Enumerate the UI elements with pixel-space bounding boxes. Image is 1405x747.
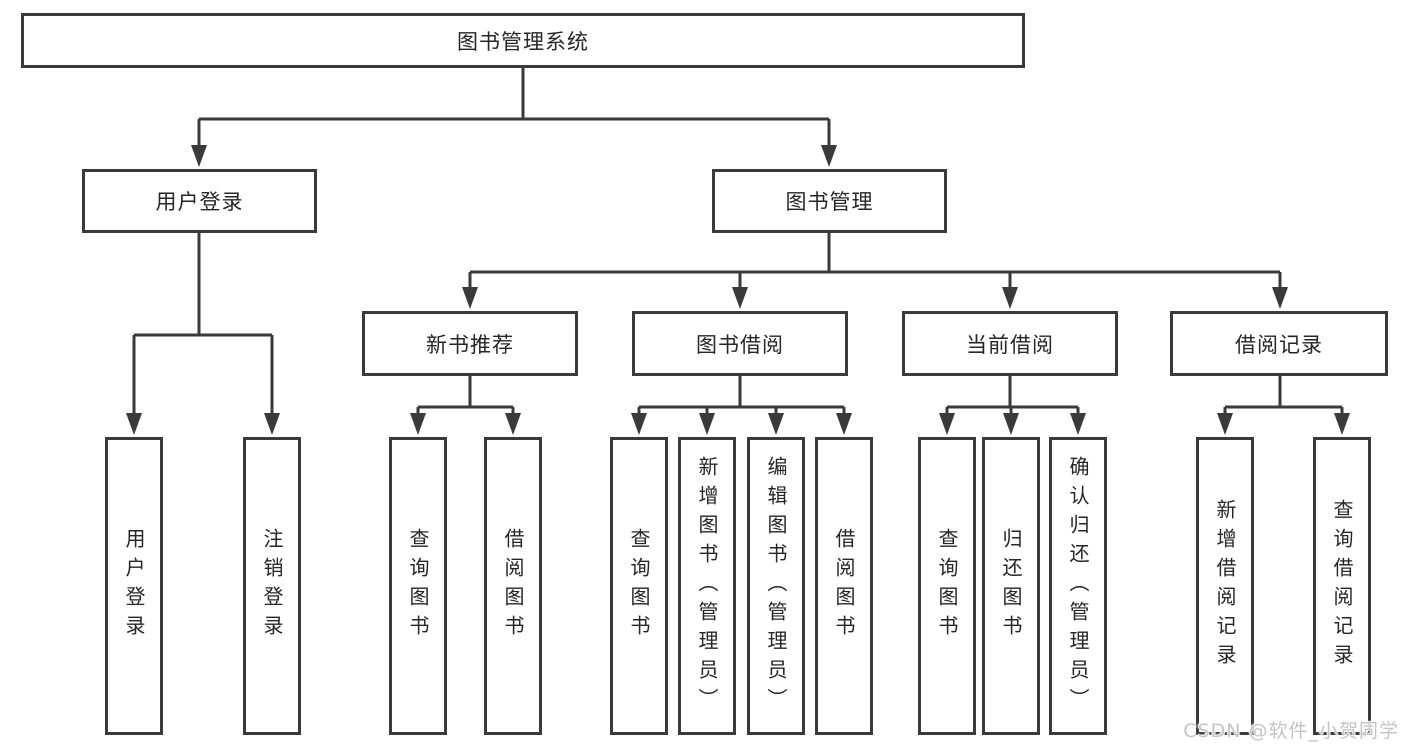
node-leaf-confirm-return-admin-label: 确认归还（管理员） bbox=[1066, 455, 1090, 717]
node-current-borrowing: 当前借阅 bbox=[902, 311, 1118, 376]
node-borrowing-records: 借阅记录 bbox=[1170, 311, 1388, 376]
node-leaf-logout: 注销登录 bbox=[243, 437, 301, 735]
node-borrowing-records-label: 借阅记录 bbox=[1235, 332, 1323, 357]
arrowheads bbox=[126, 145, 1350, 435]
node-leaf-query-borrow-record: 查询借阅记录 bbox=[1313, 437, 1371, 735]
node-leaf-user-login: 用户登录 bbox=[105, 437, 163, 735]
node-root-label: 图书管理系统 bbox=[457, 29, 589, 54]
node-user-login: 用户登录 bbox=[82, 169, 317, 233]
node-leaf-add-borrow-record-label: 新增借阅记录 bbox=[1213, 499, 1237, 673]
node-leaf-return-books-label: 归还图书 bbox=[999, 528, 1023, 644]
node-book-borrowing: 图书借阅 bbox=[632, 311, 848, 376]
node-leaf-query-books-3-label: 查询图书 bbox=[935, 528, 959, 644]
node-book-borrowing-label: 图书借阅 bbox=[696, 332, 784, 357]
node-leaf-borrow-books-1: 借阅图书 bbox=[484, 437, 542, 735]
node-leaf-query-books-1-label: 查询图书 bbox=[406, 528, 430, 644]
node-user-login-label: 用户登录 bbox=[155, 190, 244, 214]
node-leaf-add-books-admin-label: 新增图书（管理员） bbox=[695, 455, 719, 717]
node-leaf-confirm-return-admin: 确认归还（管理员） bbox=[1049, 437, 1107, 735]
csdn-watermark: CSDN @软件_小贺同学 bbox=[1183, 720, 1399, 742]
node-leaf-borrow-books-1-label: 借阅图书 bbox=[501, 528, 525, 644]
node-leaf-return-books: 归还图书 bbox=[982, 437, 1040, 735]
node-leaf-query-books-3: 查询图书 bbox=[918, 437, 976, 735]
node-leaf-add-books-admin: 新增图书（管理员） bbox=[678, 437, 736, 735]
node-root: 图书管理系统 bbox=[21, 13, 1025, 68]
node-new-book-recommend-label: 新书推荐 bbox=[426, 332, 514, 357]
node-leaf-edit-books-admin: 编辑图书（管理员） bbox=[747, 437, 805, 735]
node-leaf-user-login-label: 用户登录 bbox=[122, 528, 146, 644]
node-leaf-logout-label: 注销登录 bbox=[260, 528, 284, 644]
node-leaf-query-borrow-record-label: 查询借阅记录 bbox=[1330, 499, 1354, 673]
node-leaf-query-books-2: 查询图书 bbox=[610, 437, 668, 735]
node-leaf-borrow-books-2: 借阅图书 bbox=[815, 437, 873, 735]
node-leaf-add-borrow-record: 新增借阅记录 bbox=[1196, 437, 1254, 735]
node-book-management: 图书管理 bbox=[712, 169, 947, 233]
node-new-book-recommend: 新书推荐 bbox=[362, 311, 578, 376]
node-leaf-query-books-1: 查询图书 bbox=[389, 437, 447, 735]
node-leaf-borrow-books-2-label: 借阅图书 bbox=[832, 528, 856, 644]
node-leaf-edit-books-admin-label: 编辑图书（管理员） bbox=[764, 455, 788, 717]
node-leaf-query-books-2-label: 查询图书 bbox=[627, 528, 651, 644]
node-book-management-label: 图书管理 bbox=[785, 190, 874, 214]
node-current-borrowing-label: 当前借阅 bbox=[966, 332, 1054, 357]
